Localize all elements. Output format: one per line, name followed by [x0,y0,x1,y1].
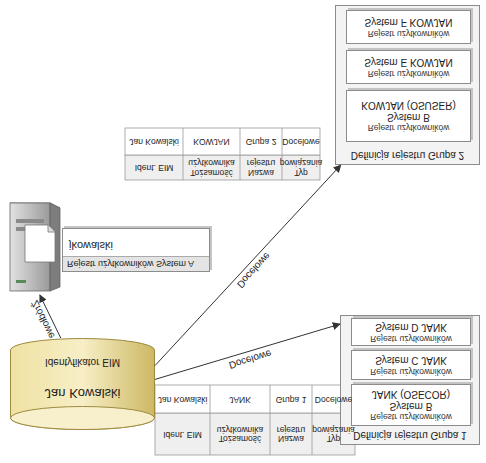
association-arrow [155,324,340,379]
table-rule [210,385,211,455]
table-cell: Grupa 1 [270,385,312,413]
server-led [16,280,26,283]
group-heading: Definicja rejestru Grupa 1 [341,430,479,441]
table-header-row [155,413,355,455]
identifier-text: Jan Kowalski [45,386,121,401]
registry-text: System D JANK [375,321,447,333]
registry-group-box: Rejestr użytkownikówSystem BKOWJAN (OSUS… [335,5,480,165]
registry-text: Rejestr użytkowników [368,68,450,78]
registry-text: jkowalski [63,236,209,256]
table-cell: Tożsamość użytkownika [183,155,240,180]
table-cell: Ident. EIM [155,413,210,455]
cylinder-body [11,339,155,430]
table-cell: Docelowe [282,128,320,155]
identifier-text: Identyfikator EIM [45,357,120,368]
registry-text: System C JANK [375,354,447,366]
registry-text: System B [390,400,433,412]
registry-text: System B [387,111,430,123]
server-slot [16,219,44,223]
association-type-label: Docelowe [227,348,272,371]
table-cell: Jan Kowalski [155,385,210,413]
association-table [125,128,320,180]
user-registry-box: Rejestr użytkownikówSystem BKOWJAN (OSUS… [346,90,471,142]
registry-card: Rejestr użytkowników System Ajkowalski [62,228,210,272]
cylinder-outline [10,338,155,430]
association-type-label: Źródłowe [29,299,57,341]
user-registry-box: Rejestr użytkownikówSystem E KOWJAN [346,50,471,84]
table-cell: Typ powiązania [312,413,355,455]
registry-text: KOWJAN (OSUSER) [361,100,455,112]
table-cell: Jan Kowalski [125,128,183,155]
table-row [125,128,320,155]
association-type-label: Docelowe [235,251,273,291]
group-heading: Definicja rejestru Grupa 2 [336,150,479,161]
table-header-row [125,155,320,180]
association-table [155,385,355,455]
registry-text: Rejestr użytkowników [370,412,452,422]
document-icon [25,225,55,262]
cylinder-top [11,407,155,430]
user-registry-box: Rejestr użytkownikówSystem D JANK [351,318,471,346]
registry-text: JANK (OSECOR) [372,389,450,401]
table-rule [270,385,271,455]
table-cell: Typ powiązania [282,155,320,180]
eim-identifier-cylinder: Jan Kowalski Identyfikator EIM [10,338,155,430]
table-cell: JANK [210,385,270,413]
registry-text: Rejestr użytkowników System A [63,256,209,271]
registry-text: System F KOWJAN [365,16,453,28]
table-cell: Nazwa rejestru [270,413,312,455]
user-registry-box: Rejestr użytkownikówSystem F KOWJAN [346,10,471,44]
table-cell: KOWJAN [183,128,240,155]
registry-text: Rejestr użytkowników [368,123,450,133]
table-cell: Grupa 2 [240,128,282,155]
registry-group-box: Rejestr użytkownikówSystem BJANK (OSECOR… [340,315,480,445]
table-cell: Docelowe [312,385,355,413]
server-registry-node: Rejestr użytkowników System Ajkowalski [5,200,210,295]
table-rule [183,128,184,180]
table-row [155,385,355,413]
document-fold [48,225,55,232]
registry-text: Rejestr użytkowników [370,366,452,376]
table-rule [282,128,283,180]
table-cell: Ident. EIM [125,155,183,180]
table-cell: Tożsamość użytkownika [210,413,270,455]
table-rule [312,385,313,455]
registry-text: System E KOWJAN [364,56,452,68]
table-cell: Nazwa rejestru [240,155,282,180]
table-rule [240,128,241,180]
user-registry-box: Rejestr użytkownikówSystem BJANK (OSECOR… [351,384,471,426]
registry-text: Rejestr użytkowników [368,28,450,38]
registry-text: Rejestr użytkowników [370,333,452,343]
user-registry-box: Rejestr użytkownikówSystem C JANK [351,350,471,380]
